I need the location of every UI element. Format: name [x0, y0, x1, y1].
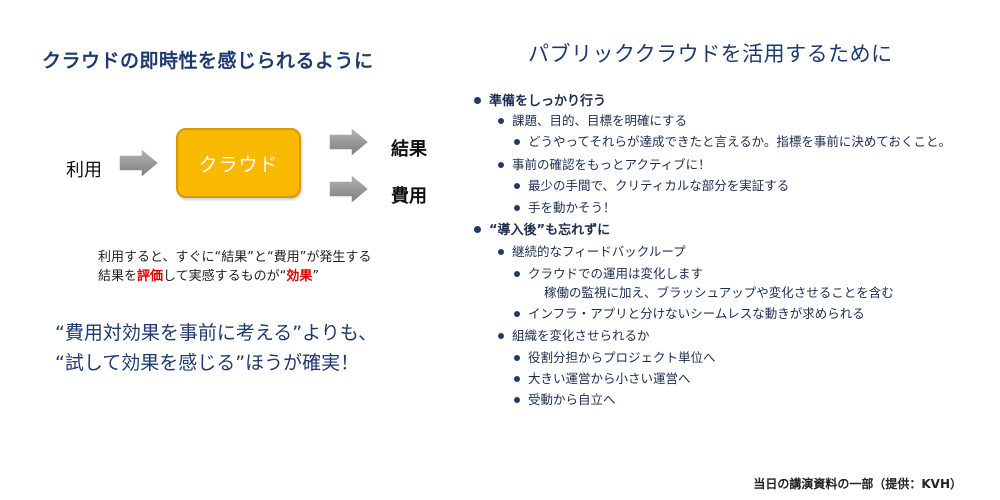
flow-diagram: 利用 クラウド 結果 費用: [0, 0, 470, 240]
list-item-continuation: 稼働の監視に加え、ブラッシュアップや変化させることを含む: [544, 285, 894, 300]
arrow-right-icon: [328, 125, 371, 159]
flow-output-result: 結果: [391, 139, 427, 160]
bullet-icon: [498, 117, 504, 124]
list-item: 大きい運営から小さい運営へ: [514, 368, 691, 387]
list-item-text: 受動から自立へ: [528, 392, 616, 407]
bullet-icon: [514, 396, 520, 403]
desc-text: して実感するものが“: [163, 269, 287, 284]
left-description: 利用すると、すぐに“結果”と“費用”が発生する 結果を評価して実感するものが“効…: [98, 248, 371, 286]
list-item: 継続的なフィードバックループ: [498, 241, 686, 260]
list-item-text: 役割分担からプロジェクト単位へ: [528, 350, 716, 365]
list-item-text: “導入後”も忘れずに: [489, 223, 611, 238]
list-item: どうやってそれらが達成できたと言えるか。指標を事前に決めておくこと。: [514, 131, 951, 150]
desc-line-1: 利用すると、すぐに“結果”と“費用”が発生する: [98, 250, 372, 265]
list-item: インフラ・アプリと分けないシームレスな動きが求められる: [514, 303, 865, 322]
list-item-text: 課題、目的、目標を明確にする: [512, 113, 688, 128]
conclusion-line-2: “試して効果を感じる”ほうが確実！: [55, 352, 360, 374]
cloud-box-label: クラウド: [198, 153, 279, 176]
bullet-icon: [498, 161, 504, 168]
bullet-icon: [514, 310, 520, 317]
bullet-icon: [474, 226, 481, 233]
list-item-text: どうやってそれらが達成できたと言えるか。指標を事前に決めておくこと。: [528, 134, 952, 149]
right-title: パブリッククラウドを活用するために: [528, 42, 893, 66]
left-title: クラウドの即時性を感じられるように: [42, 50, 374, 72]
list-item-text: 最少の手間で、クリティカルな部分を実証する: [528, 178, 790, 193]
list-item: 手を動かそう！: [514, 197, 616, 216]
bullet-icon: [514, 138, 520, 145]
desc-line-2: 結果を評価して実感するものが“効果”: [98, 267, 371, 286]
list-item-text: 準備をしっかり行う: [489, 94, 607, 109]
arrow-right-icon: [118, 146, 161, 180]
arrow-right-icon: [328, 172, 371, 206]
list-item-text: 大きい運営から小さい運営へ: [528, 371, 691, 386]
outline-list: 準備をしっかり行う 課題、目的、目標を明確にする どうやってそれらが達成できたと…: [474, 90, 951, 408]
desc-text: 結果を: [98, 269, 138, 284]
flow-output-cost: 費用: [391, 186, 427, 207]
list-item: “導入後”も忘れずに: [474, 219, 610, 238]
conclusion-line-1: “費用対効果を事前に考える”よりも、: [55, 322, 378, 344]
cloud-box: クラウド: [176, 128, 301, 198]
bullet-icon: [514, 375, 520, 382]
bullet-icon: [514, 204, 520, 211]
list-item: 役割分担からプロジェクト単位へ: [514, 347, 716, 366]
list-item-text: 手を動かそう！: [528, 200, 616, 215]
list-item-text: 事前の確認をもっとアクティブに！: [512, 157, 711, 172]
list-item-text: インフラ・アプリと分けないシームレスな動きが求められる: [528, 306, 865, 321]
left-conclusion: “費用対効果を事前に考える”よりも、 “試して効果を感じる”ほうが確実！: [55, 318, 377, 378]
desc-highlight-effect: 効果: [286, 269, 313, 284]
bullet-icon: [498, 332, 504, 339]
list-item: 課題、目的、目標を明確にする: [498, 110, 687, 129]
list-item: 事前の確認をもっとアクティブに！: [498, 154, 711, 173]
list-item-text: 組織を変化させられるか: [512, 328, 650, 343]
list-item-text: 継続的なフィードバックループ: [512, 244, 686, 259]
list-item: 組織を変化させられるか: [498, 325, 650, 344]
footer-caption: 当日の講演資料の一部（提供：KVH）: [753, 477, 962, 491]
bullet-icon: [514, 354, 520, 361]
list-item-text: クラウドでの運用は変化します: [528, 266, 704, 281]
bullet-icon: [514, 182, 520, 189]
list-item: 最少の手間で、クリティカルな部分を実証する: [514, 175, 789, 194]
bullet-icon: [498, 248, 504, 255]
list-item: 準備をしっかり行う: [474, 90, 606, 109]
list-item: 受動から自立へ: [514, 389, 616, 408]
bullet-icon: [514, 270, 520, 277]
flow-input-label: 利用: [66, 160, 102, 181]
list-item: クラウドでの運用は変化します: [514, 263, 703, 282]
desc-text: ”: [312, 269, 320, 284]
desc-highlight-evaluate: 評価: [137, 269, 164, 284]
bullet-icon: [474, 97, 481, 104]
